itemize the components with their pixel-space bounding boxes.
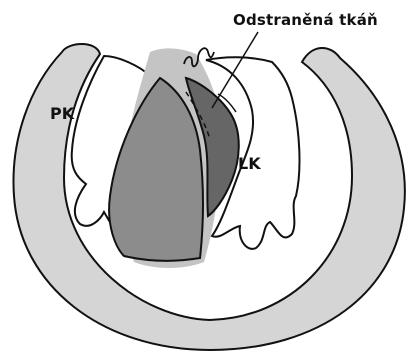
right-ventricle-label: PK	[50, 104, 74, 123]
left-ventricle-label: LK	[238, 154, 261, 173]
removed-tissue-label: Odstraněná tkáň	[233, 11, 378, 29]
